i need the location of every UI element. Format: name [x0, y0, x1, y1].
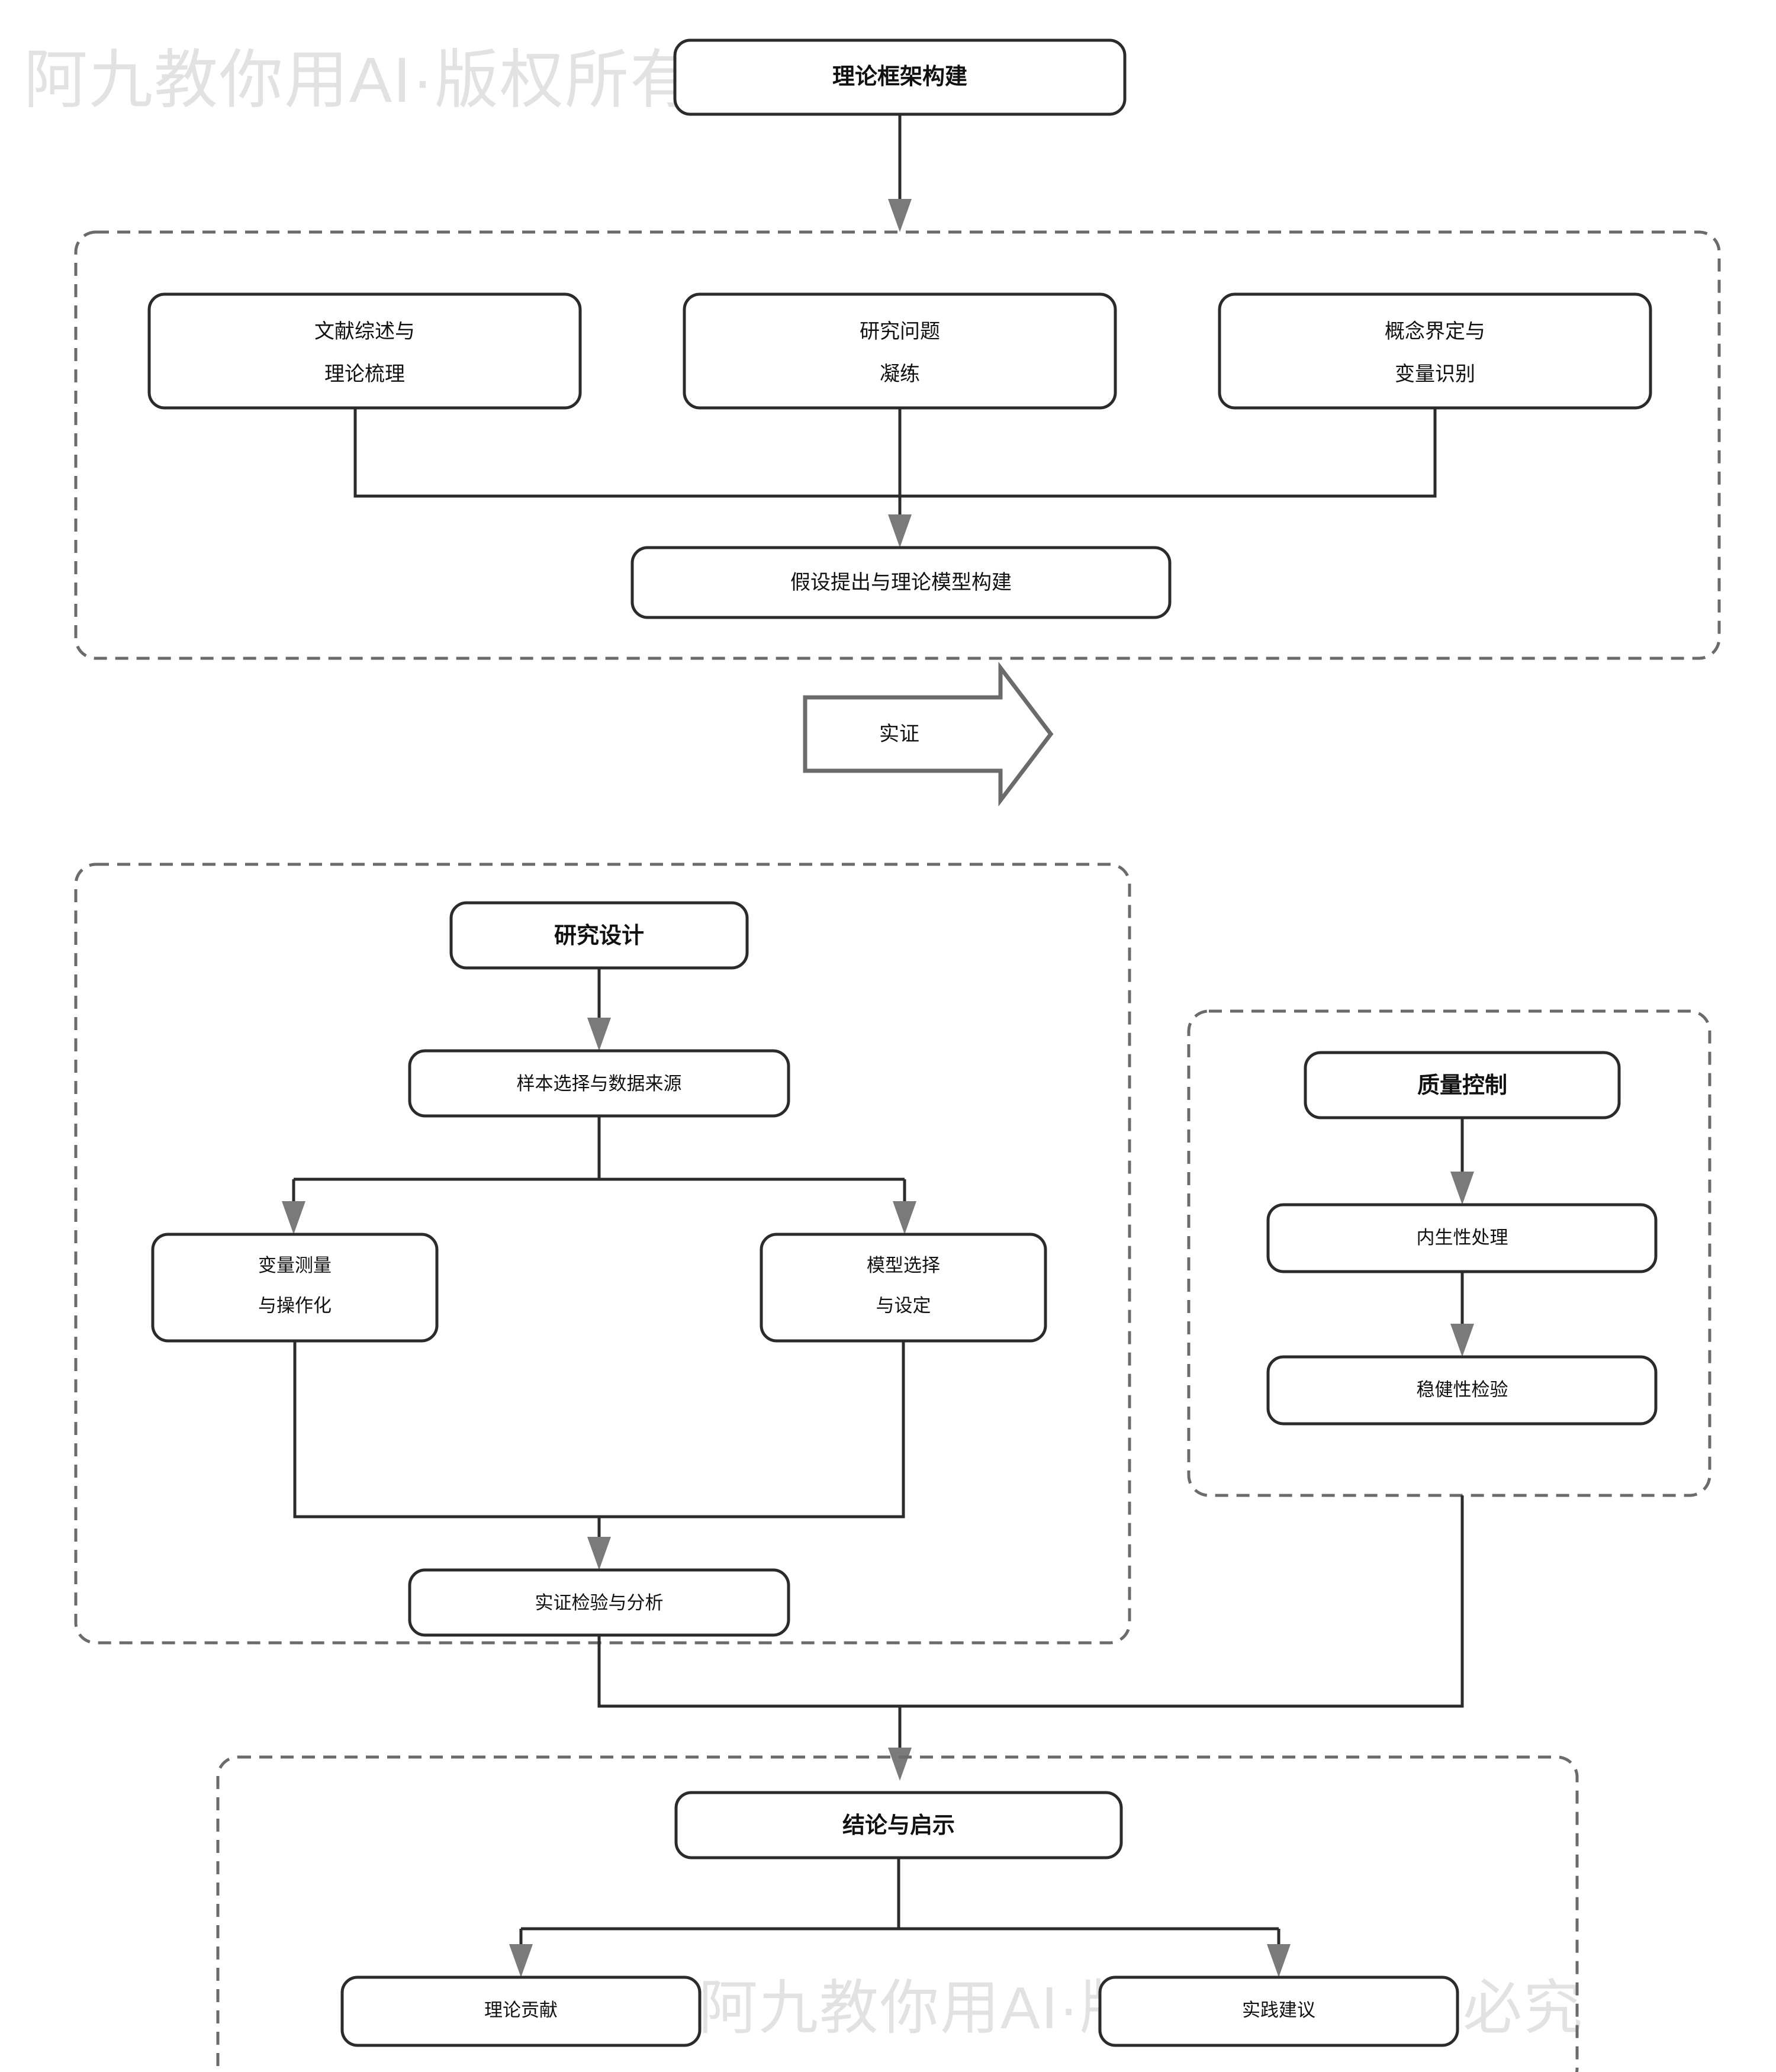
group-theory-framework	[74, 230, 1721, 660]
node-research-question-line1: 研究问题	[860, 320, 940, 343]
node-sample-data-source[interactable]: 样本选择与数据来源	[408, 1049, 790, 1118]
transition-arrow-empirical: 实证	[803, 661, 1054, 807]
node-model-selection-line1: 模型选择	[867, 1255, 940, 1276]
node-concept-variable-line1: 概念界定与	[1385, 320, 1485, 343]
node-empirical-analysis-label: 实证检验与分析	[535, 1592, 664, 1613]
node-theory-contribution-box	[340, 1976, 702, 2047]
node-theoretical-framework-label: 理论框架构建	[832, 65, 967, 89]
node-lit-review[interactable]: 文献综述与 理论梳理	[147, 292, 582, 410]
node-research-design-header[interactable]: 研究设计	[449, 901, 749, 970]
node-theoretical-framework[interactable]: 理论框架构建	[673, 38, 1127, 116]
node-variable-measurement-line1: 变量测量	[258, 1255, 332, 1276]
node-endogeneity-treatment-label: 内生性处理	[1417, 1227, 1508, 1248]
node-model-selection-box	[760, 1233, 1047, 1343]
node-practice-suggestion-box	[1098, 1976, 1459, 2047]
group-quality-control	[1187, 1009, 1711, 1497]
node-quality-control-header[interactable]: 质量控制	[1304, 1051, 1621, 1119]
node-conclusion-header-label: 结论与启示	[842, 1813, 955, 1838]
connector-endogeneity-to-robustness	[1450, 1272, 1474, 1357]
connector-conclusion-split	[509, 1858, 1291, 1977]
node-empirical-analysis[interactable]: 实证检验与分析	[408, 1568, 790, 1637]
node-theory-contribution-label: 理论贡献	[484, 2000, 558, 2020]
node-robustness-check[interactable]: 稳健性检验	[1266, 1355, 1658, 1426]
node-research-design-header-label: 研究设计	[554, 924, 644, 948]
node-variable-measurement-box	[151, 1233, 439, 1343]
node-research-question-line2: 凝练	[880, 363, 920, 385]
connector-to-conclusion	[597, 1495, 1464, 1781]
node-concept-variable[interactable]: 概念界定与 变量识别	[1218, 292, 1652, 410]
node-practice-suggestion[interactable]: 实践建议	[1098, 1976, 1459, 2047]
node-practice-suggestion-label: 实践建议	[1242, 2000, 1315, 2020]
node-robustness-check-label: 稳健性检验	[1417, 1379, 1508, 1400]
node-research-question[interactable]: 研究问题 凝练	[683, 292, 1117, 410]
node-conclusion-header[interactable]: 结论与启示	[674, 1791, 1123, 1859]
node-concept-variable-box	[1218, 292, 1652, 410]
node-lit-review-line1: 文献综述与	[314, 320, 415, 343]
node-variable-measurement[interactable]: 变量测量 与操作化	[151, 1233, 439, 1343]
node-lit-review-line2: 理论梳理	[324, 363, 405, 385]
connector-title-to-theory	[888, 114, 912, 232]
node-lit-review-box	[147, 292, 582, 410]
node-model-selection[interactable]: 模型选择 与设定	[760, 1233, 1047, 1343]
node-hypothesis-model-box	[630, 546, 1172, 619]
node-model-selection-line2: 与设定	[876, 1295, 931, 1316]
node-quality-control-header-label: 质量控制	[1417, 1073, 1507, 1098]
connector-qc-to-endogeneity	[1450, 1118, 1474, 1205]
connector-branches-merge	[293, 1341, 905, 1570]
node-variable-measurement-line2: 与操作化	[258, 1295, 332, 1316]
node-robustness-check-box	[1266, 1355, 1658, 1426]
connector-design-to-sample	[587, 968, 611, 1051]
node-sample-data-source-label: 样本选择与数据来源	[517, 1073, 682, 1094]
group-conclusion	[216, 1755, 1579, 2072]
node-concept-variable-line2: 变量识别	[1395, 363, 1475, 385]
node-endogeneity-treatment[interactable]: 内生性处理	[1266, 1203, 1658, 1273]
group-research-design	[74, 863, 1131, 1645]
connector-sample-split	[282, 1116, 916, 1234]
node-hypothesis-model-label: 假设提出与理论模型构建	[790, 571, 1012, 594]
transition-arrow-label: 实证	[879, 723, 919, 745]
node-hypothesis-model[interactable]: 假设提出与理论模型构建	[630, 546, 1172, 619]
node-theory-contribution[interactable]: 理论贡献	[340, 1976, 702, 2047]
node-research-question-box	[683, 292, 1117, 410]
connector-theory-merge	[353, 408, 1437, 548]
